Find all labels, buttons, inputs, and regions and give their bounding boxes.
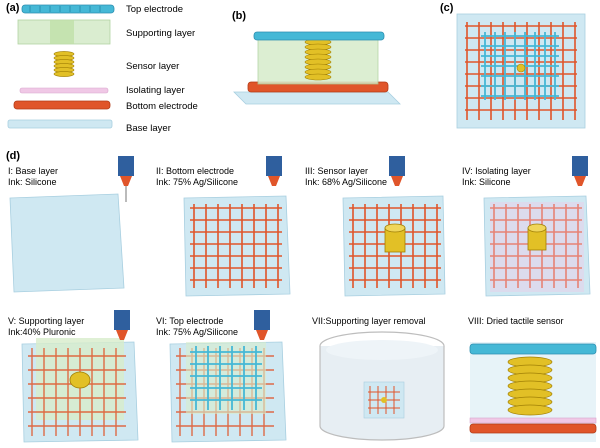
step-5-illustration xyxy=(21,310,139,443)
layer-stack-illustration xyxy=(7,4,115,129)
layer-label-sensor: Sensor layer xyxy=(126,61,180,72)
step-8-title: VIII: Dried tactile sensor xyxy=(468,316,564,326)
layer-label-isolating: Isolating layer xyxy=(126,85,185,96)
step-5-ink: Ink:40% Pluronic xyxy=(8,327,76,337)
printer-nozzle-icon xyxy=(114,310,130,340)
step-6-illustration xyxy=(169,310,287,443)
layer-label-supporting: Supporting layer xyxy=(126,28,196,39)
printer-nozzle-icon xyxy=(266,156,282,186)
step-3-label: III: Sensor layer Ink: 68% Ag/Silicone xyxy=(305,166,387,188)
step-2-illustration xyxy=(183,156,291,297)
step-4-title: IV: Isolating layer xyxy=(462,166,531,176)
panel-b-assembled-sensor xyxy=(233,31,401,105)
step-4-label: IV: Isolating layer Ink: Silicone xyxy=(462,166,531,188)
step-4-illustration xyxy=(483,156,591,297)
step-6-title: VI: Top electrode xyxy=(156,316,224,326)
base-layer xyxy=(7,119,113,129)
step-4-ink: Ink: Silicone xyxy=(462,177,511,187)
step-3-title: III: Sensor layer xyxy=(305,166,369,176)
step-2-label: II: Bottom electrode Ink: 75% Ag/Silicon… xyxy=(156,166,238,188)
layer-label-top-electrode: Top electrode xyxy=(126,4,184,15)
step-6-label: VI: Top electrode Ink: 75% Ag/Silicone xyxy=(156,316,238,338)
panel-d-label: (d) xyxy=(6,150,21,162)
printer-nozzle-icon xyxy=(389,156,405,186)
step-1-ink: Ink: Silicone xyxy=(8,177,57,187)
step-2-ink: Ink: 75% Ag/Silicone xyxy=(156,177,239,187)
step-5-title: V: Supporting layer xyxy=(8,316,85,326)
step-8-label: VIII: Dried tactile sensor xyxy=(468,316,564,327)
supporting-layer xyxy=(17,19,111,45)
printer-nozzle-icon xyxy=(118,156,134,202)
top-electrode-layer xyxy=(21,4,115,14)
panel-c-label: (c) xyxy=(440,2,454,14)
sensor-coil xyxy=(53,51,75,77)
step-8-illustration xyxy=(469,342,597,442)
step-1-title: I: Base layer xyxy=(8,166,59,176)
panel-a-label: (a) xyxy=(6,2,20,14)
printer-nozzle-icon xyxy=(254,310,270,340)
step-5-label: V: Supporting layer Ink:40% Pluronic xyxy=(8,316,84,338)
step-1-illustration xyxy=(9,156,134,293)
layer-label-bottom-electrode: Bottom electrode xyxy=(126,101,198,112)
step-3-illustration xyxy=(342,156,446,297)
step-7-illustration xyxy=(319,331,445,441)
step-3-ink: Ink: 68% Ag/Silicone xyxy=(305,177,388,187)
panel-b-label: (b) xyxy=(232,10,247,22)
isolating-layer xyxy=(19,87,109,94)
step-1-label: I: Base layer Ink: Silicone xyxy=(8,166,58,188)
step-2-title: II: Bottom electrode xyxy=(156,166,235,176)
step-7-label: VII:Supporting layer removal xyxy=(312,316,426,327)
printer-nozzle-icon xyxy=(572,156,588,186)
layer-label-base: Base layer xyxy=(126,123,171,134)
step-6-ink: Ink: 75% Ag/Silicone xyxy=(156,327,239,337)
bottom-electrode-layer xyxy=(13,100,111,110)
step-7-title: VII:Supporting layer removal xyxy=(312,316,426,326)
panel-c-top-view xyxy=(456,13,586,129)
